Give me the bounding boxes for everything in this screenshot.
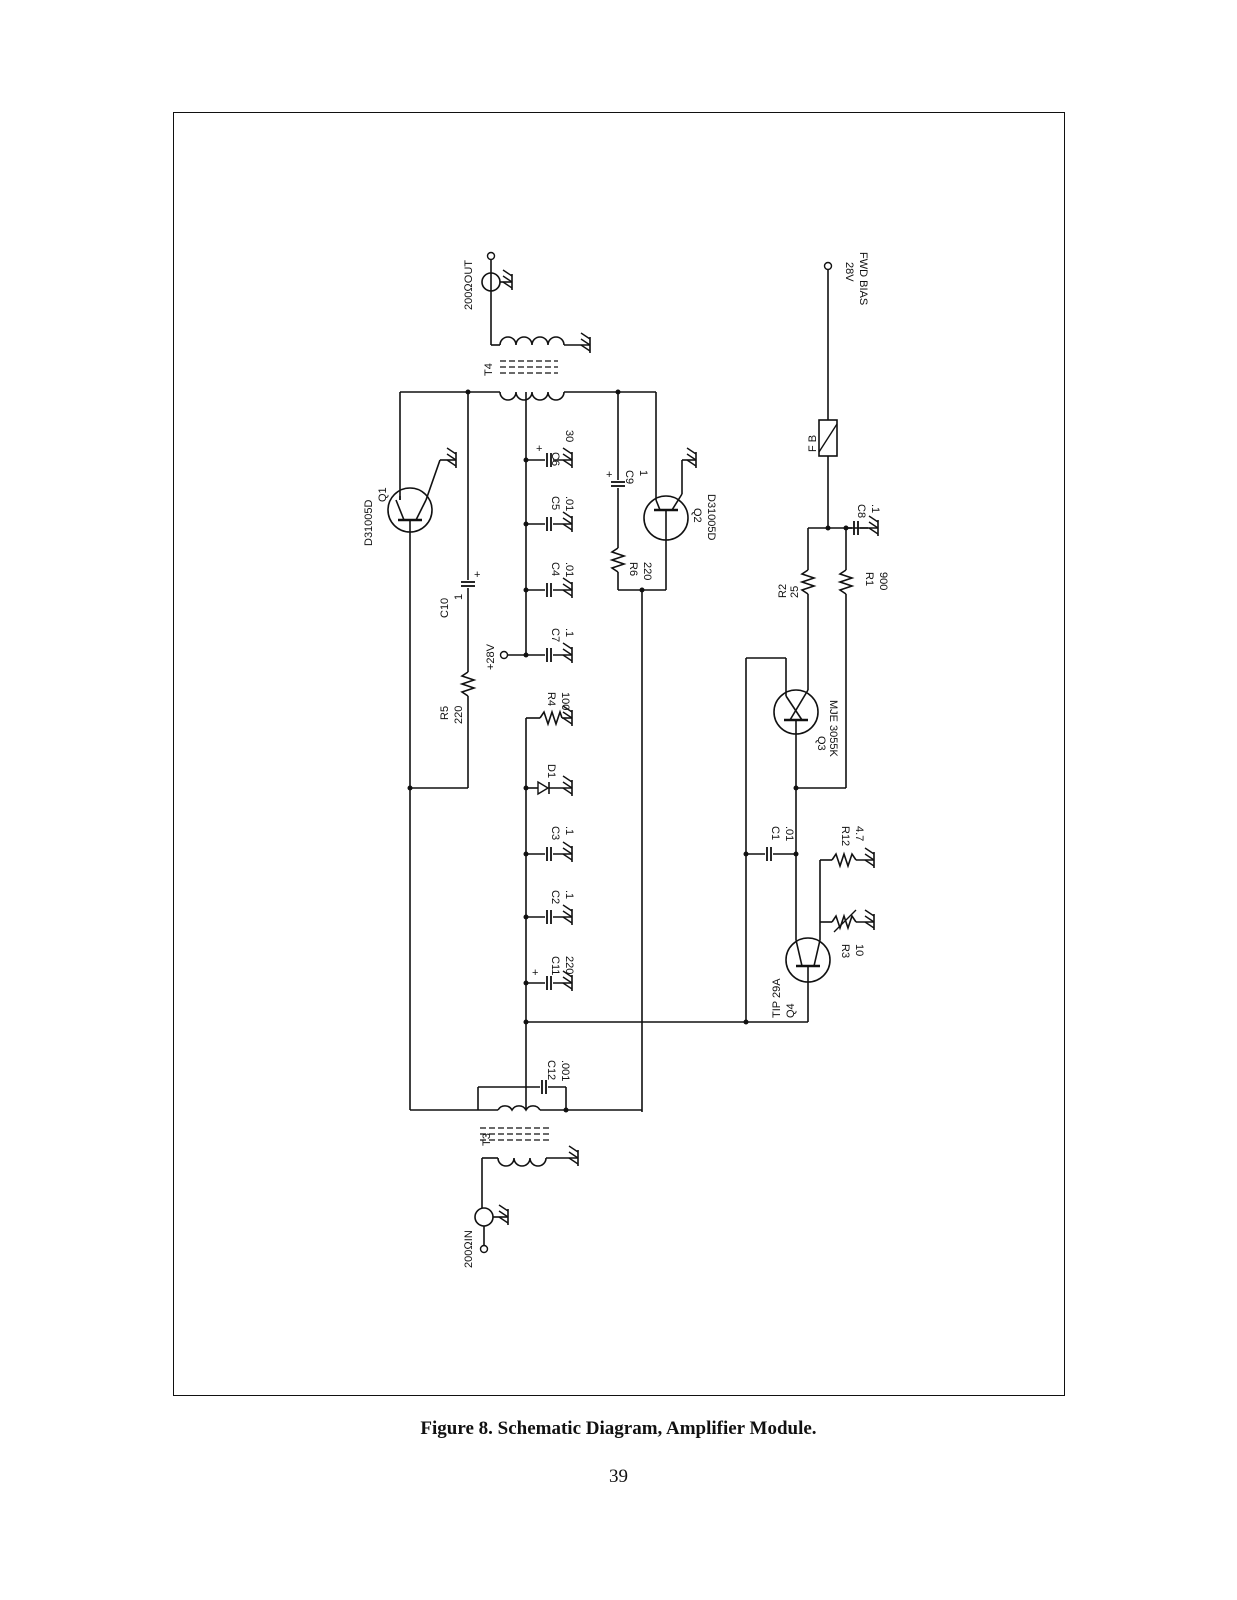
c7-capacitor: C7 .1 [523, 628, 575, 664]
plus28v-label: +28V [485, 643, 497, 670]
c4-label: C4 [549, 562, 561, 576]
r12-resistor: R12 4.7 [819, 826, 875, 940]
r3-label: R3 [839, 944, 851, 958]
c1-capacitor: C1 .01 [743, 826, 799, 862]
q4-transistor [785, 937, 831, 1022]
page-number: 39 [609, 1466, 628, 1487]
out-port-label: 200ΩOUT [463, 260, 475, 310]
figure-frame [173, 112, 1065, 1396]
r12-value: 4.7 [853, 826, 865, 841]
c10-value: 1 [453, 594, 465, 600]
q3-label: Q3 [815, 736, 827, 751]
q1-part-label: D31005D [363, 499, 375, 546]
c8-label: C8 [855, 504, 867, 518]
c3-capacitor: C3 .1 [523, 826, 575, 863]
r6-value: 220 [641, 562, 653, 580]
q1-transistor [387, 447, 457, 788]
r4-resistor: R4 100 [526, 692, 573, 727]
r3-value: 10 [853, 944, 865, 956]
c6-value: 30 [563, 430, 575, 442]
c6-capacitor: + C6 30 [523, 430, 575, 469]
t4-label: T4 [483, 363, 495, 376]
c3-label: C3 [549, 826, 561, 840]
d1-label: D1 [545, 764, 557, 778]
d1-diode: D1 [523, 764, 573, 797]
c8-capacitor: C8 .1 [846, 504, 881, 537]
c11-label: C11 [549, 956, 561, 975]
c5-value: .01 [563, 496, 575, 511]
c11-capacitor: + C11 220 [523, 956, 575, 992]
r12-label: R12 [839, 826, 851, 846]
q4-part-label: TIP 29A [771, 978, 783, 1018]
c7-label: C7 [549, 628, 561, 642]
c12-label: C12 [545, 1060, 557, 1080]
output-connector [481, 251, 513, 345]
c10-label: C10 [439, 598, 451, 618]
r5-value: 220 [453, 706, 465, 724]
r5-resistor: R5 220 [407, 671, 477, 791]
r2-resistor [799, 528, 817, 690]
svg-text:+: + [536, 443, 542, 455]
r4-value: 100 [559, 692, 571, 710]
r1-value: 900 [877, 572, 889, 590]
figure-caption: Figure 8. Schematic Diagram, Amplifier M… [420, 1418, 817, 1439]
c8-value: .1 [869, 504, 881, 513]
r3-resistor: R3 10 [820, 909, 875, 958]
c2-label: C2 [549, 890, 561, 904]
c2-value: .1 [563, 890, 575, 899]
q4-label: Q4 [785, 1003, 797, 1018]
fwd-bias-voltage: 28V [843, 262, 855, 282]
t4-transformer [491, 332, 591, 401]
svg-text:+: + [606, 469, 612, 481]
r6-resistor: R6 220 [609, 547, 653, 593]
c10-capacitor: + C10 1 [439, 569, 480, 672]
c11-value: 220 [563, 956, 575, 974]
r2-label: R2 [777, 584, 789, 598]
c4-value: .01 [563, 562, 575, 577]
c4-capacitor: C4 .01 [523, 562, 575, 599]
c5-label: C5 [549, 496, 561, 510]
q2-part-label: D31005D [705, 494, 717, 541]
r1-resistor [796, 528, 855, 789]
t3-label: T3 [481, 1133, 493, 1146]
r5-label: R5 [439, 706, 451, 720]
svg-text:+: + [474, 569, 480, 581]
q2-transistor [641, 447, 697, 1112]
q2-label: Q2 [691, 508, 703, 523]
c12-value: .001 [559, 1060, 571, 1081]
c7-value: .1 [563, 628, 575, 637]
r2-value: 25 [789, 586, 801, 598]
svg-text:+: + [532, 967, 538, 979]
q1-label: Q1 [377, 487, 389, 502]
c5-capacitor: C5 .01 [523, 496, 575, 533]
c9-label: C9 [623, 470, 635, 484]
q3-part-label: MJE 3055K [827, 700, 839, 758]
fwd-bias-terminal [823, 261, 833, 420]
r1-label: R1 [863, 572, 875, 586]
c3-value: .1 [563, 826, 575, 835]
c2-capacitor: C2 .1 [523, 890, 575, 926]
t3-transformer [409, 788, 642, 1208]
in-port-label: 200ΩIN [463, 1230, 475, 1268]
c6-label: C6 [549, 452, 561, 466]
fwd-bias-label: FWD BIAS [857, 252, 869, 305]
c9-value: 1 [637, 470, 649, 476]
fb-ferrite-bead [818, 419, 838, 528]
r6-label: R6 [627, 562, 639, 576]
r4-label: R4 [545, 692, 557, 706]
fb-label: F B [807, 435, 819, 452]
c9-capacitor: + C9 1 [606, 392, 649, 548]
input-connector [474, 1204, 509, 1254]
c1-label: C1 [769, 826, 781, 840]
q3-transistor [745, 657, 819, 1022]
c1-value: .01 [783, 826, 795, 841]
